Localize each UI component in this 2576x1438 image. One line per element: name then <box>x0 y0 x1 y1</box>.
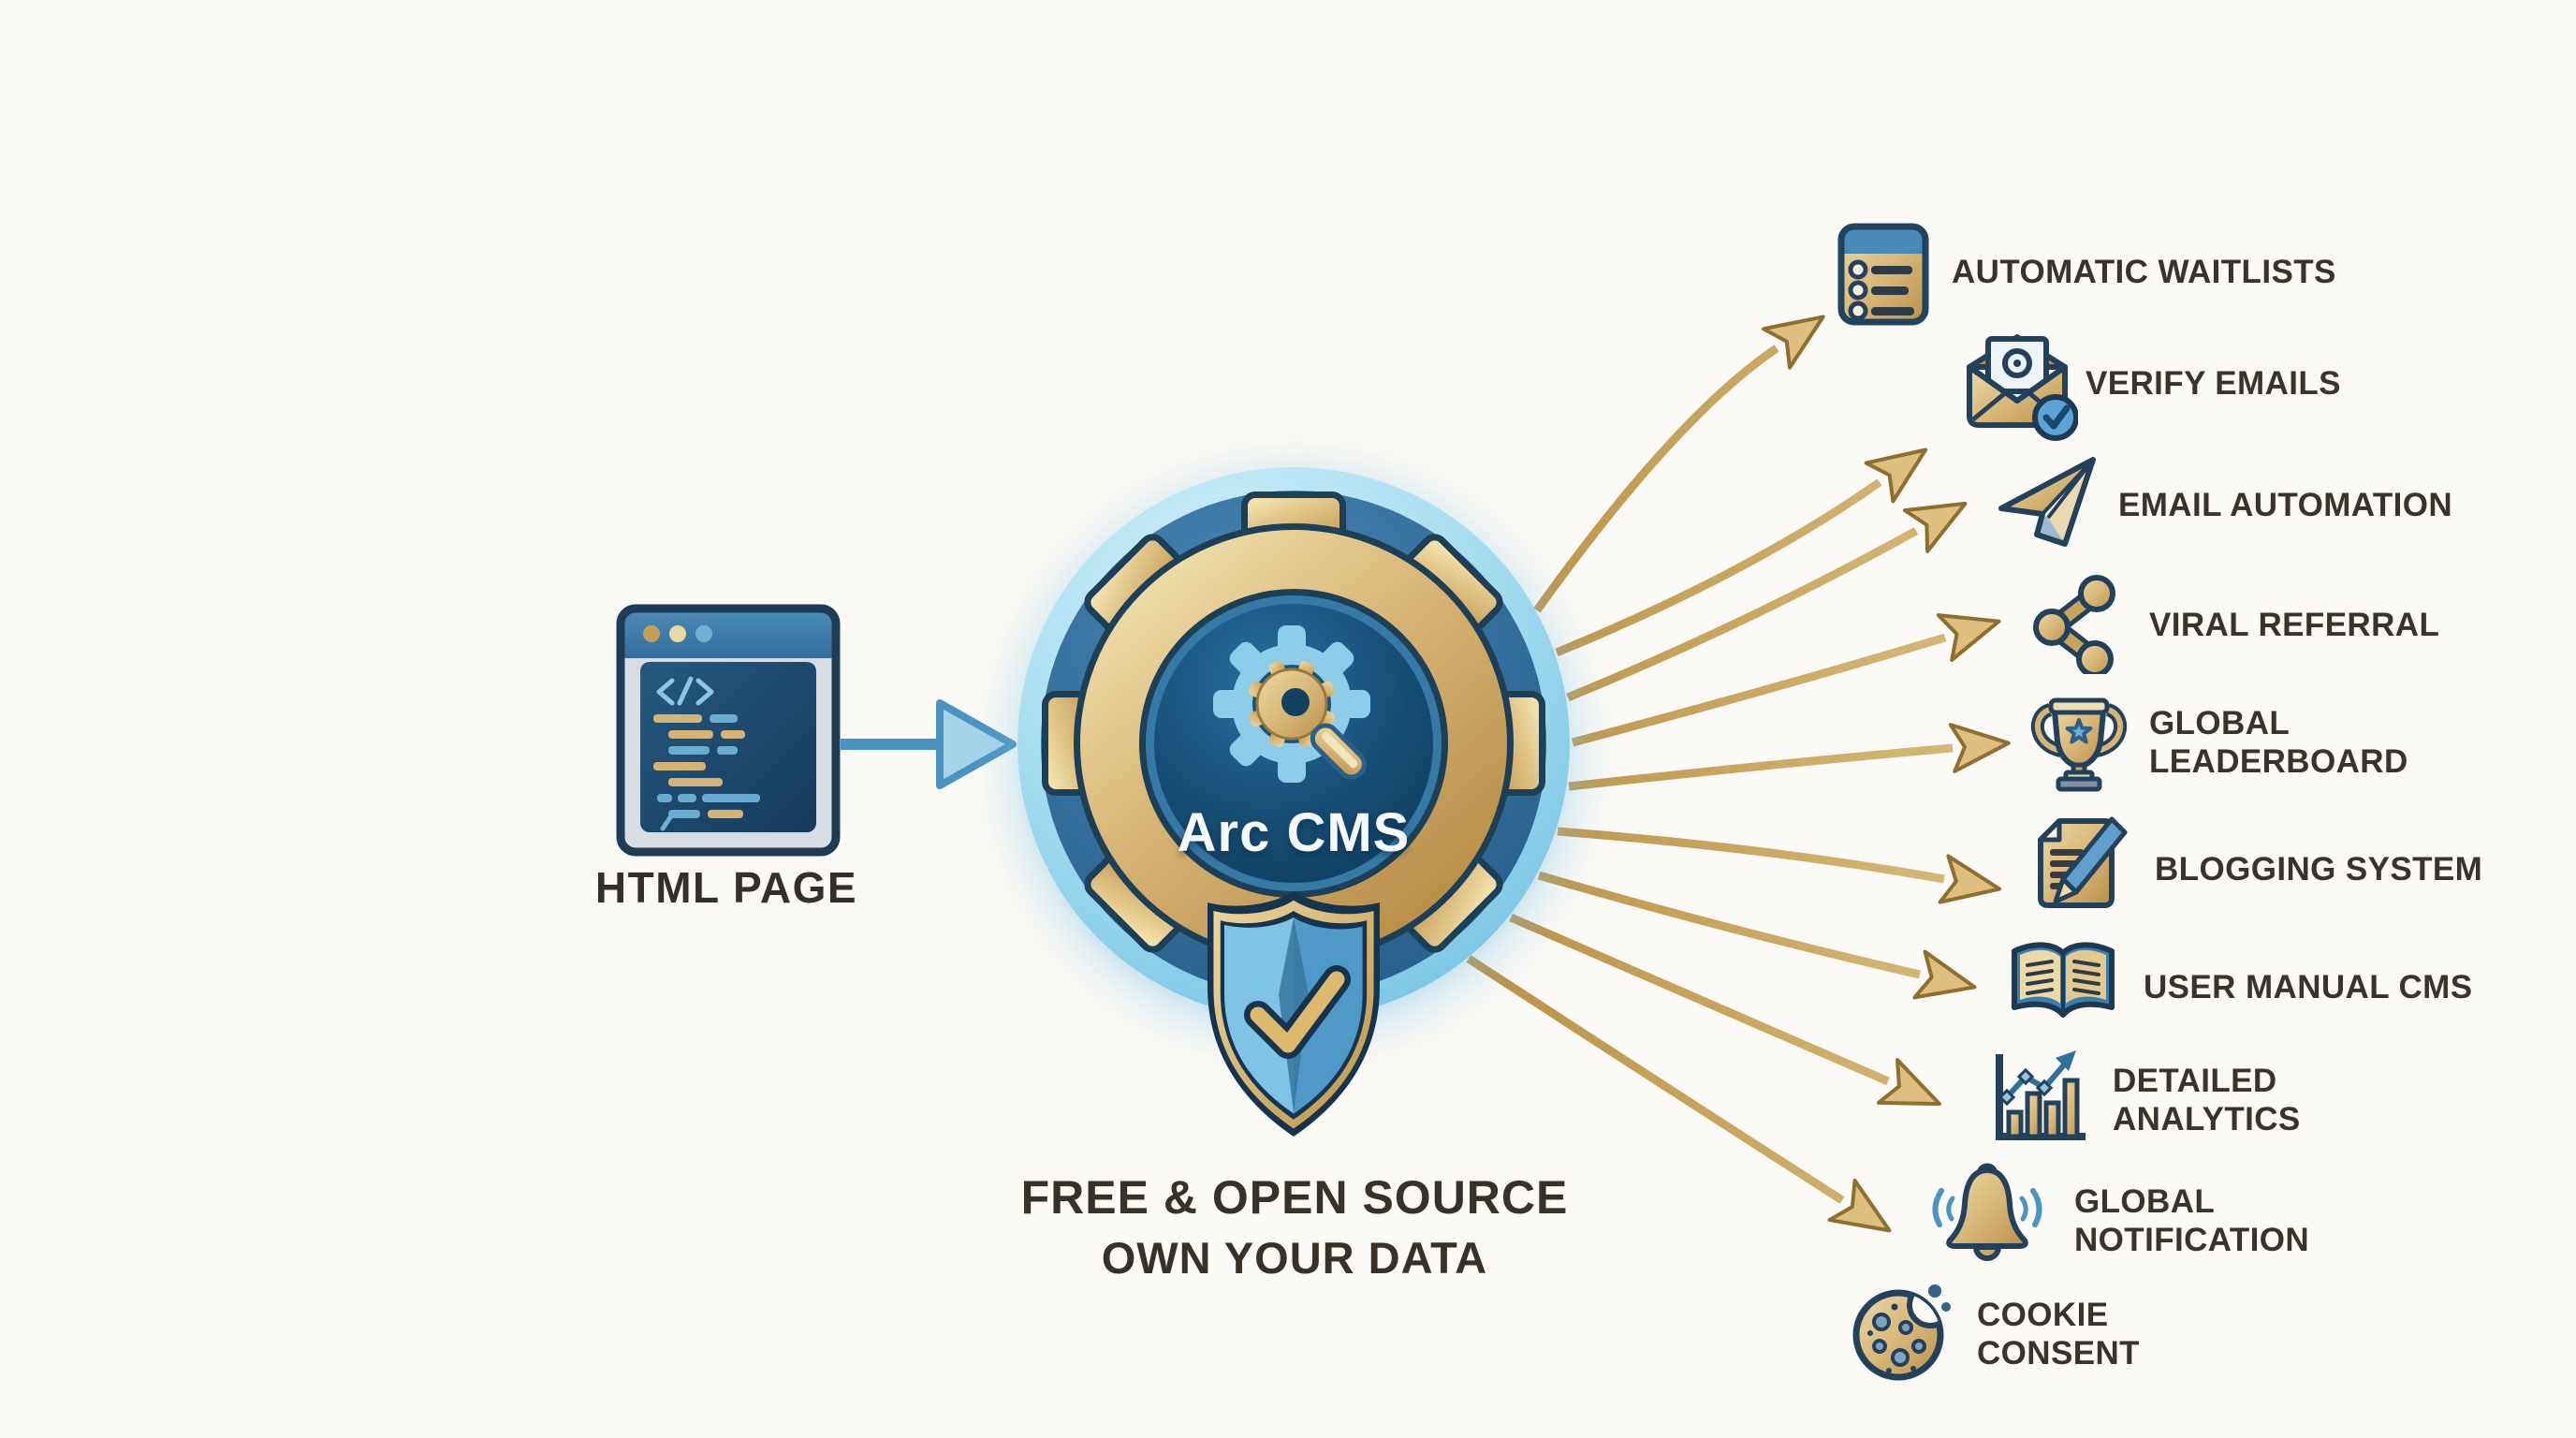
trophy-icon <box>2030 697 2128 792</box>
feature-label-automatic-waitlists: AUTOMATIC WAITLISTS <box>1952 254 2336 290</box>
html-code-window-icon <box>616 604 841 857</box>
arrow-global-leaderboard <box>1568 723 2011 791</box>
feature-label-global-leaderboard: GLOBAL LEADERBOARD <box>2149 705 2408 780</box>
feature-label-cookie-consent: COOKIE CONSENT <box>1977 1297 2140 1372</box>
paper-plane-icon <box>1998 457 2096 547</box>
arrow-blogging-system <box>1557 827 2002 904</box>
checklist-icon <box>1837 223 1929 326</box>
arrow-verify-emails <box>1555 448 1928 657</box>
feature-label-user-manual-cms: USER MANUAL CMS <box>2144 969 2473 1005</box>
tagline-line-2: OWN YOUR DATA <box>1101 1233 1488 1283</box>
arrow-user-manual-cms <box>1537 871 1977 1000</box>
tagline-line-1: FREE & OPEN SOURCE <box>1020 1171 1569 1224</box>
feature-label-detailed-analytics: DETAILED ANALYTICS <box>2113 1063 2301 1137</box>
arrow-detailed-analytics <box>1509 913 1941 1107</box>
feature-label-blogging-system: BLOGGING SYSTEM <box>2155 851 2483 888</box>
email-verified-icon <box>1967 334 2078 441</box>
arrow-global-notification <box>1466 955 1892 1233</box>
shield-check-icon <box>1208 891 1380 1137</box>
flow-arrow-icon <box>841 699 1017 789</box>
feature-label-email-automation: EMAIL AUTOMATION <box>2118 487 2453 523</box>
bar-chart-icon <box>1996 1050 2086 1140</box>
cookie-icon <box>1852 1284 1951 1381</box>
share-network-icon <box>2033 575 2115 674</box>
arrow-automatic-waitlists <box>1533 315 1825 613</box>
feature-label-global-notification: GLOBAL NOTIFICATION <box>2074 1183 2310 1258</box>
open-book-icon <box>2012 942 2115 1018</box>
product-title: Arc CMS <box>1177 802 1411 863</box>
feature-label-verify-emails: VERIFY EMAILS <box>2086 365 2341 402</box>
bell-icon <box>1932 1163 2042 1261</box>
feature-label-viral-referral: VIRAL REFERRAL <box>2149 607 2440 643</box>
source-label: HTML PAGE <box>594 863 858 912</box>
arrow-viral-referral <box>1571 613 2001 747</box>
arrow-email-automation <box>1566 501 1968 702</box>
document-pencil-icon <box>2038 816 2128 908</box>
gear-search-icon <box>1213 625 1370 783</box>
